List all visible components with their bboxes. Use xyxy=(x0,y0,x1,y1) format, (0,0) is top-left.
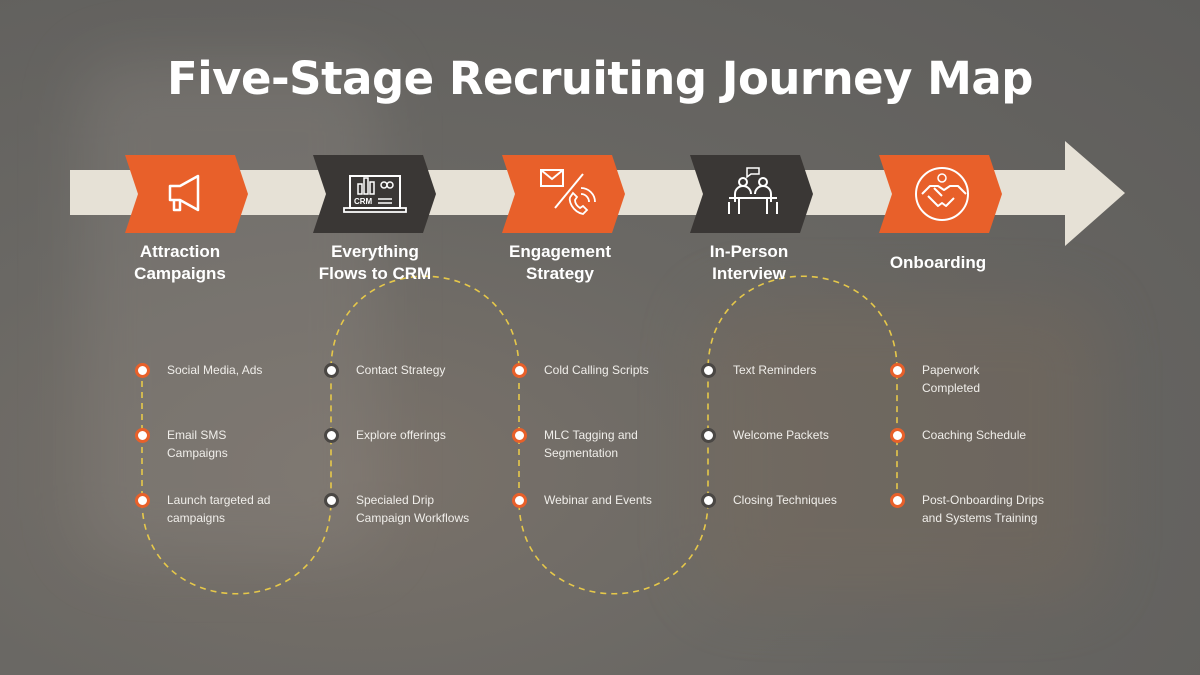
milestone-dot xyxy=(512,428,527,443)
milestone-item: Social Media, Ads xyxy=(167,363,263,377)
stage-label-line: Engagement xyxy=(508,242,612,261)
stage-label-line: In-Person xyxy=(709,242,789,261)
stage-label-line: Everything xyxy=(331,242,419,261)
milestone-item: Explore offerings xyxy=(356,428,446,442)
milestone-item: Cold Calling Scripts xyxy=(544,363,649,377)
stage-chevron xyxy=(502,155,625,233)
background-blur xyxy=(80,60,380,560)
milestone-dot xyxy=(324,493,339,508)
milestone-item: Coaching Schedule xyxy=(922,428,1027,442)
stage-label-line: Interview xyxy=(712,264,786,283)
interview-icon xyxy=(728,167,778,214)
milestone-dot xyxy=(135,363,150,378)
milestone-dot xyxy=(135,428,150,443)
milestone-dot xyxy=(701,428,716,443)
milestone-dot xyxy=(701,363,716,378)
milestone-dot xyxy=(701,493,716,508)
milestone-dot xyxy=(512,493,527,508)
milestone-item: Closing Techniques xyxy=(733,493,837,507)
stage-label-line: Attraction xyxy=(139,242,221,261)
milestone-item: Post-Onboarding Drips and Systems Traini… xyxy=(922,493,1045,525)
stage-chevron xyxy=(125,155,248,233)
stage-label-line: Onboarding xyxy=(889,253,987,272)
milestone-dot xyxy=(324,363,339,378)
milestone-item: Webinar and Events xyxy=(544,493,652,507)
crm-laptop-icon: CRM xyxy=(343,175,407,213)
megaphone-icon xyxy=(168,174,200,212)
milestone-item: Paperwork Completed xyxy=(922,363,981,395)
handshake-icon xyxy=(915,167,969,221)
milestone-item: MLC Tagging and Segmentation xyxy=(544,428,638,460)
stage-label: Onboarding xyxy=(853,252,1023,274)
milestone-item: Welcome Packets xyxy=(733,428,829,442)
stage-label-line: Flows to CRM xyxy=(318,264,432,283)
milestone-item: Contact Strategy xyxy=(356,363,446,377)
milestone-dot xyxy=(135,493,150,508)
milestone-dot xyxy=(512,363,527,378)
milestone-dot xyxy=(890,428,905,443)
stage-label-line: Strategy xyxy=(525,264,595,283)
stage-label-line: Campaigns xyxy=(134,264,226,283)
milestone-dot xyxy=(890,493,905,508)
milestone-item: Email SMS Campaigns xyxy=(167,428,228,460)
milestone-dot xyxy=(890,363,905,378)
page-title: Five-Stage Recruiting Journey Map xyxy=(166,52,1034,105)
milestone-dot xyxy=(324,428,339,443)
milestone-item: Specialed Drip Campaign Workflows xyxy=(356,493,470,525)
background-blur xyxy=(700,300,1100,600)
svg-text:CRM: CRM xyxy=(354,197,373,206)
milestone-item: Text Reminders xyxy=(733,363,817,377)
milestone-item: Launch targeted ad campaigns xyxy=(167,493,271,525)
email-phone-icon xyxy=(540,169,596,215)
